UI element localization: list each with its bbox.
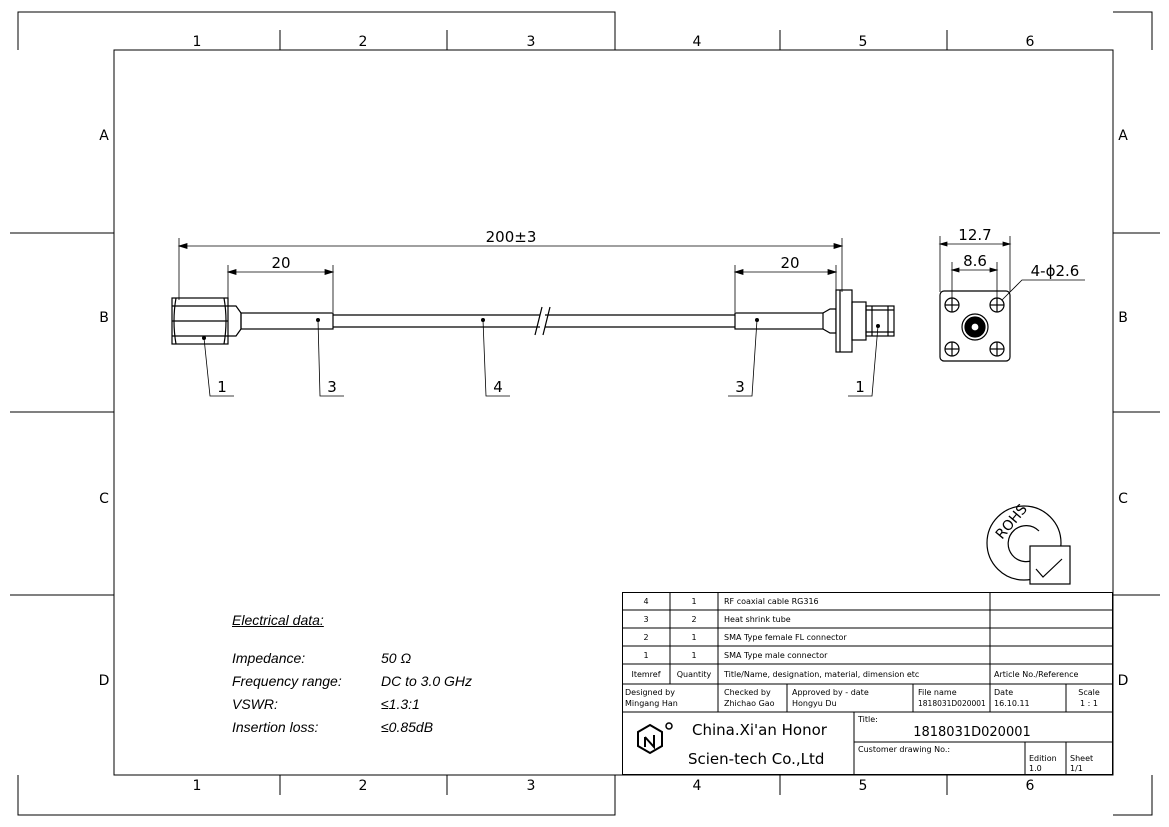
vswr-value: ≤1.3:1 bbox=[381, 696, 420, 712]
bom-header-item: Itemref bbox=[631, 670, 660, 679]
date-value: 16.10.11 bbox=[994, 699, 1030, 708]
insertion-loss-label: Insertion loss: bbox=[232, 719, 319, 735]
sheet-value: 1/1 bbox=[1070, 764, 1083, 773]
bom-header-desc: Title/Name, designation, material, dimen… bbox=[723, 670, 919, 679]
dimension-left-shrink: 20 bbox=[271, 254, 290, 272]
rohs-stamp: ROHS bbox=[986, 501, 1071, 585]
row-label-b: B bbox=[99, 310, 109, 326]
bom-header-qty: Quantity bbox=[677, 670, 712, 679]
insertion-loss-value: ≤0.85dB bbox=[381, 719, 434, 735]
bom-row-3-item: 3 bbox=[643, 615, 648, 624]
bom-row-2-qty: 1 bbox=[691, 633, 696, 642]
balloon-1-right: 1 bbox=[855, 378, 865, 396]
col-label-1-bottom: 1 bbox=[193, 778, 202, 794]
edition-value: 1.0 bbox=[1029, 764, 1042, 773]
bom-header-ref: Article No./Reference bbox=[994, 670, 1079, 679]
dimension-right-shrink: 20 bbox=[780, 254, 799, 272]
dimension-overall-length: 200±3 bbox=[486, 228, 537, 246]
row-label-d-right: D bbox=[1118, 673, 1129, 689]
col-label-2-bottom: 2 bbox=[359, 778, 368, 794]
col-label-5: 5 bbox=[859, 34, 868, 50]
scale-label: Scale bbox=[1078, 688, 1100, 697]
row-label-c: C bbox=[99, 491, 109, 507]
col-label-6-bottom: 6 bbox=[1026, 778, 1035, 794]
col-label-4: 4 bbox=[693, 34, 702, 50]
dimension-hole-spacing: 8.6 bbox=[963, 252, 987, 270]
bom-row-4-item: 4 bbox=[643, 597, 648, 606]
designed-label: Designed by bbox=[625, 688, 675, 697]
bom-row-4-qty: 1 bbox=[691, 597, 696, 606]
row-label-d: D bbox=[99, 673, 110, 689]
electrical-data: Electrical data: Impedance: 50 Ω Frequen… bbox=[232, 612, 532, 742]
electrical-heading: Electrical data: bbox=[232, 612, 324, 628]
row-label-c-right: C bbox=[1118, 491, 1128, 507]
col-label-5-bottom: 5 bbox=[859, 778, 868, 794]
date-label: Date bbox=[994, 688, 1013, 697]
company-logo bbox=[637, 722, 673, 755]
bom-row-3-qty: 2 bbox=[691, 615, 696, 624]
drawing-title: 1818031D020001 bbox=[913, 725, 1031, 740]
col-label-6: 6 bbox=[1026, 34, 1035, 50]
file-label: File name bbox=[918, 688, 957, 697]
edition-label: Edition bbox=[1029, 754, 1057, 763]
impedance-label: Impedance: bbox=[232, 650, 306, 666]
file-value: 1818031D020001 bbox=[918, 699, 986, 708]
approved-label: Approved by - date bbox=[792, 688, 869, 697]
balloon-3-left: 3 bbox=[327, 378, 337, 396]
col-label-3-bottom: 3 bbox=[527, 778, 536, 794]
bom-row-1-qty: 1 bbox=[691, 651, 696, 660]
bom-row-1-desc: SMA Type male connector bbox=[724, 651, 828, 660]
impedance-value: 50 Ω bbox=[381, 650, 412, 666]
bom-row-2-desc: SMA Type female FL connector bbox=[724, 633, 847, 642]
frequency-label: Frequency range: bbox=[232, 673, 342, 689]
designed-value: Mingang Han bbox=[625, 699, 678, 708]
balloon-4: 4 bbox=[493, 378, 503, 396]
frequency-value: DC to 3.0 GHz bbox=[381, 673, 473, 689]
row-label-b-right: B bbox=[1118, 310, 1128, 326]
approved-value: Hongyu Du bbox=[792, 699, 837, 708]
title-label: Title: bbox=[857, 715, 878, 724]
bom-row-1-item: 1 bbox=[643, 651, 648, 660]
col-label-1: 1 bbox=[193, 34, 202, 50]
sheet-label: Sheet bbox=[1070, 754, 1093, 763]
flange-end-view bbox=[939, 290, 1011, 362]
checked-value: Zhichao Gao bbox=[724, 699, 775, 708]
balloon-3-right: 3 bbox=[735, 378, 745, 396]
dimension-holes: 4-ϕ2.6 bbox=[1031, 262, 1080, 280]
cable-assembly bbox=[171, 289, 895, 353]
scale-value: 1 : 1 bbox=[1080, 699, 1098, 708]
bom-row-4-desc: RF coaxial cable RG316 bbox=[724, 597, 819, 606]
title-block: 4 1 RF coaxial cable RG316 3 2 Heat shri… bbox=[622, 592, 1113, 775]
company-name-line1: China.Xi'an Honor bbox=[692, 721, 828, 739]
bom-row-2-item: 2 bbox=[643, 633, 648, 642]
vswr-label: VSWR: bbox=[232, 696, 278, 712]
row-label-a-right: A bbox=[1118, 128, 1128, 144]
row-label-a: A bbox=[99, 128, 109, 144]
checked-label: Checked by bbox=[724, 688, 771, 697]
col-label-4-bottom: 4 bbox=[693, 778, 702, 794]
bom-row-3-desc: Heat shrink tube bbox=[724, 615, 791, 624]
col-label-3: 3 bbox=[527, 34, 536, 50]
dimension-flange-width: 12.7 bbox=[958, 226, 991, 244]
col-label-2: 2 bbox=[359, 34, 368, 50]
company-name-line2: Scien-tech Co.,Ltd bbox=[688, 750, 824, 768]
customer-drawing-label: Customer drawing No.: bbox=[858, 745, 950, 754]
balloon-1-left: 1 bbox=[217, 378, 227, 396]
